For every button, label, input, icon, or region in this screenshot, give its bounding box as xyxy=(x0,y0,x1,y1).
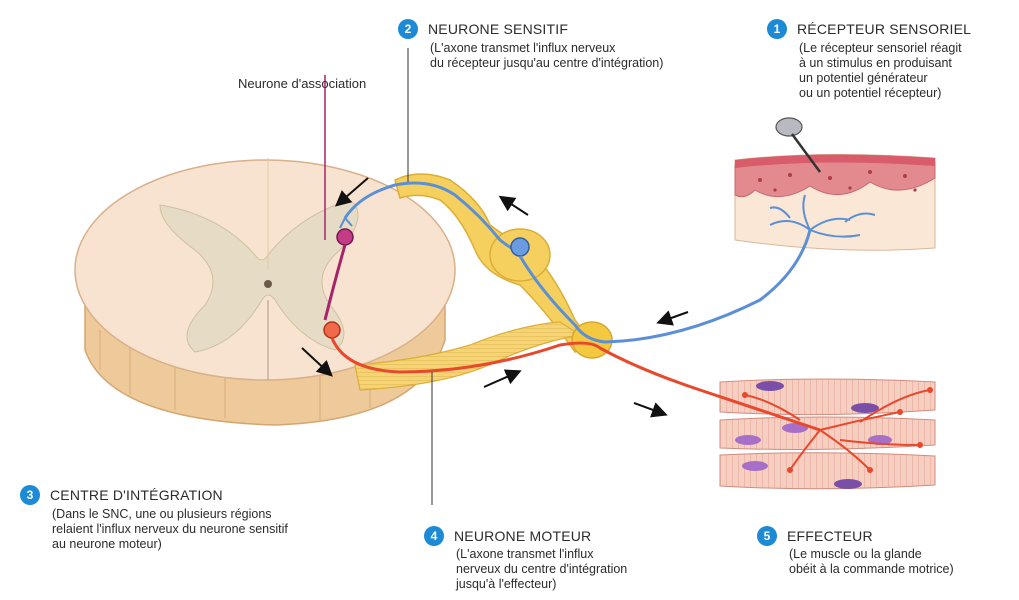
step-2-badge: 2 xyxy=(398,19,418,39)
step-5-badge: 5 xyxy=(757,526,777,546)
step-2-title: NEURONE SENSITIF xyxy=(428,21,568,37)
step-5-title: EFFECTEUR xyxy=(787,528,873,544)
skin-tissue xyxy=(735,118,935,250)
step-4-title: NEURONE MOTEUR xyxy=(454,528,591,544)
step-4-description: (L'axone transmet l'influx nerveux du ce… xyxy=(456,547,627,592)
step-3-description: (Dans le SNC, une ou plusieurs régions r… xyxy=(52,507,288,552)
step-5-description: (Le muscle ou la glande obéit à la comma… xyxy=(789,547,954,577)
step-2-description: (L'axone transmet l'influx nerveux du ré… xyxy=(430,41,663,71)
association-neuron-label: Neurone d'association xyxy=(238,76,366,91)
step-3-badge: 3 xyxy=(20,485,40,505)
step-3-title: CENTRE D'INTÉGRATION xyxy=(50,487,223,503)
step-4-badge: 4 xyxy=(424,526,444,546)
step-1-title: RÉCEPTEUR SENSORIEL xyxy=(797,21,971,37)
step-1-badge: 1 xyxy=(767,19,787,39)
step-1-description: (Le récepteur sensoriel réagit à un stim… xyxy=(799,41,962,101)
